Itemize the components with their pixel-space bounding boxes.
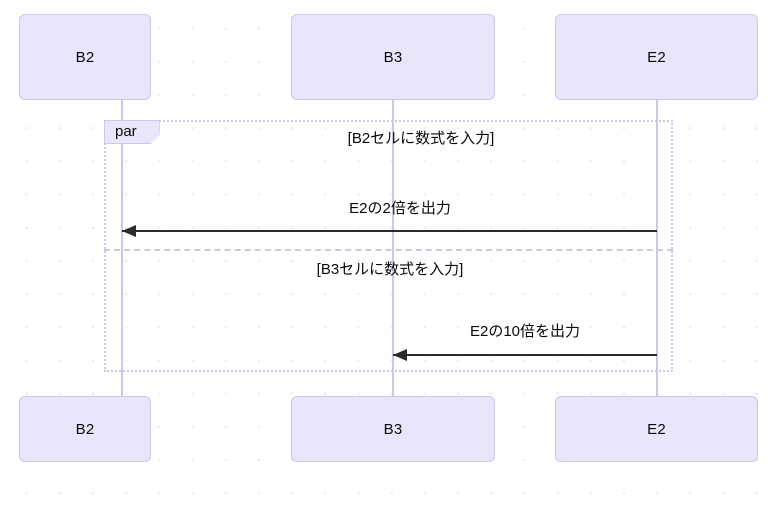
participant-label: B3: [383, 48, 403, 66]
message-2-label: E2の10倍を出力: [470, 320, 580, 341]
participant-label: E2: [647, 420, 666, 438]
participant-label: B2: [75, 420, 95, 438]
message-1-arrowhead-icon: [122, 225, 136, 237]
par-operand-2-guard: [B3セルに数式を入力]: [317, 258, 464, 279]
participant-box-b3-top[interactable]: B3: [291, 14, 495, 100]
participant-box-b3-bottom[interactable]: B3: [291, 396, 495, 462]
participant-box-b2-top[interactable]: B2: [19, 14, 151, 100]
par-operand-divider: [104, 249, 673, 251]
message-text: E2の10倍を出力: [469, 323, 581, 340]
participant-label: B2: [75, 48, 95, 66]
par-fragment-frame: [104, 120, 673, 372]
lifeline-b3: [392, 100, 394, 396]
participant-label: E2: [647, 48, 666, 66]
message-2-arrowhead-icon: [393, 349, 407, 361]
guard-text: [B2セルに数式を入力]: [347, 130, 495, 147]
message-1-label: E2の2倍を出力: [349, 197, 451, 218]
participant-box-e2-bottom[interactable]: E2: [555, 396, 758, 462]
lifeline-e2: [656, 100, 658, 396]
message-2-line: [393, 354, 657, 356]
par-operator-text: par: [115, 123, 137, 140]
message-text: E2の2倍を出力: [349, 200, 451, 217]
par-operand-1-guard: [B2セルに数式を入力]: [348, 127, 495, 148]
par-fragment-operator-label: par: [104, 120, 160, 144]
participant-label: B3: [383, 420, 403, 438]
guard-text: [B3セルに数式を入力]: [316, 261, 464, 278]
participant-box-b2-bottom[interactable]: B2: [19, 396, 151, 462]
participant-box-e2-top[interactable]: E2: [555, 14, 758, 100]
lifeline-b2: [121, 100, 123, 396]
message-1-line: [122, 230, 657, 232]
